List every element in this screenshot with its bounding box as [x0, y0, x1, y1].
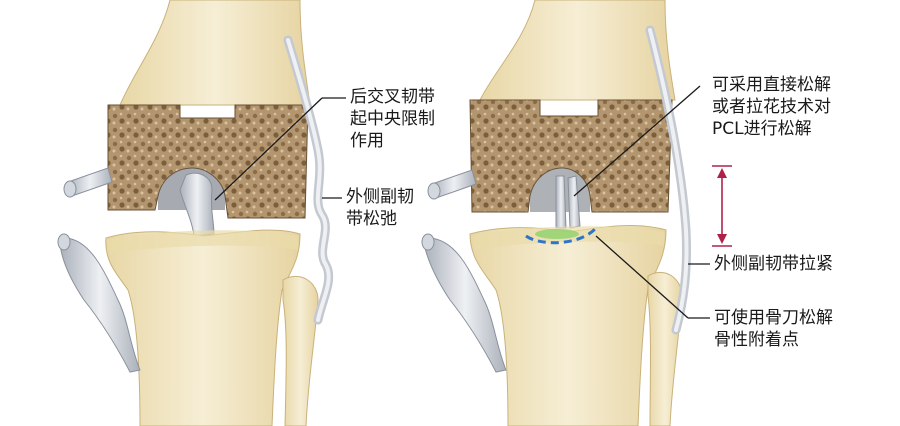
label-right-release: 可采用直接松解 或者拉花技术对 PCL进行松解 — [712, 74, 831, 140]
right-fibula — [647, 271, 683, 426]
label-right-release-line3: PCL进行松解 — [712, 119, 812, 139]
left-pcl-ligament — [179, 172, 215, 237]
left-fibula — [282, 275, 319, 426]
label-left-pcl-line2: 起中央限制 — [350, 109, 435, 129]
label-right-bone-line2: 骨性附着点 — [714, 330, 799, 350]
right-femur-shaft — [479, 0, 676, 101]
bony-attachment-dashed-marker — [525, 226, 598, 245]
label-left-lcl-line1: 外侧副韧 — [346, 187, 414, 207]
right-knee — [421, 0, 692, 426]
label-right-bone-line1: 可使用骨刀松解 — [714, 308, 833, 328]
left-knee — [57, 0, 334, 426]
right-tibia — [469, 225, 667, 426]
label-left-lcl: 外侧副韧 带松弛 — [346, 186, 414, 230]
label-right-release-line1: 可采用直接松解 — [712, 75, 831, 95]
left-medial-ligament-lower — [59, 237, 141, 373]
label-left-lcl-line2: 带松弛 — [346, 209, 397, 229]
label-left-pcl-line1: 后交叉韧带 — [350, 87, 435, 107]
label-right-bone: 可使用骨刀松解 骨性附着点 — [714, 307, 833, 351]
right-pcl-strand-a — [555, 175, 567, 229]
left-tibia — [105, 229, 301, 426]
right-release-leader — [573, 85, 701, 197]
label-left-pcl: 后交叉韧带 起中央限制 作用 — [350, 86, 435, 152]
left-pcl-leader — [214, 97, 323, 201]
label-right-release-line2: 或者拉花技术对 — [712, 97, 831, 117]
tension-arrow — [712, 165, 732, 247]
right-bone-leader — [595, 235, 689, 319]
right-medial-ligament-lower — [423, 237, 507, 373]
bony-attachment-green — [535, 229, 579, 239]
label-left-pcl-line3: 作用 — [350, 131, 384, 151]
right-pcl-strand-b — [567, 175, 581, 229]
label-right-lcl: 外侧副韧带拉紧 — [714, 254, 833, 274]
left-femur-shaft — [119, 0, 311, 106]
